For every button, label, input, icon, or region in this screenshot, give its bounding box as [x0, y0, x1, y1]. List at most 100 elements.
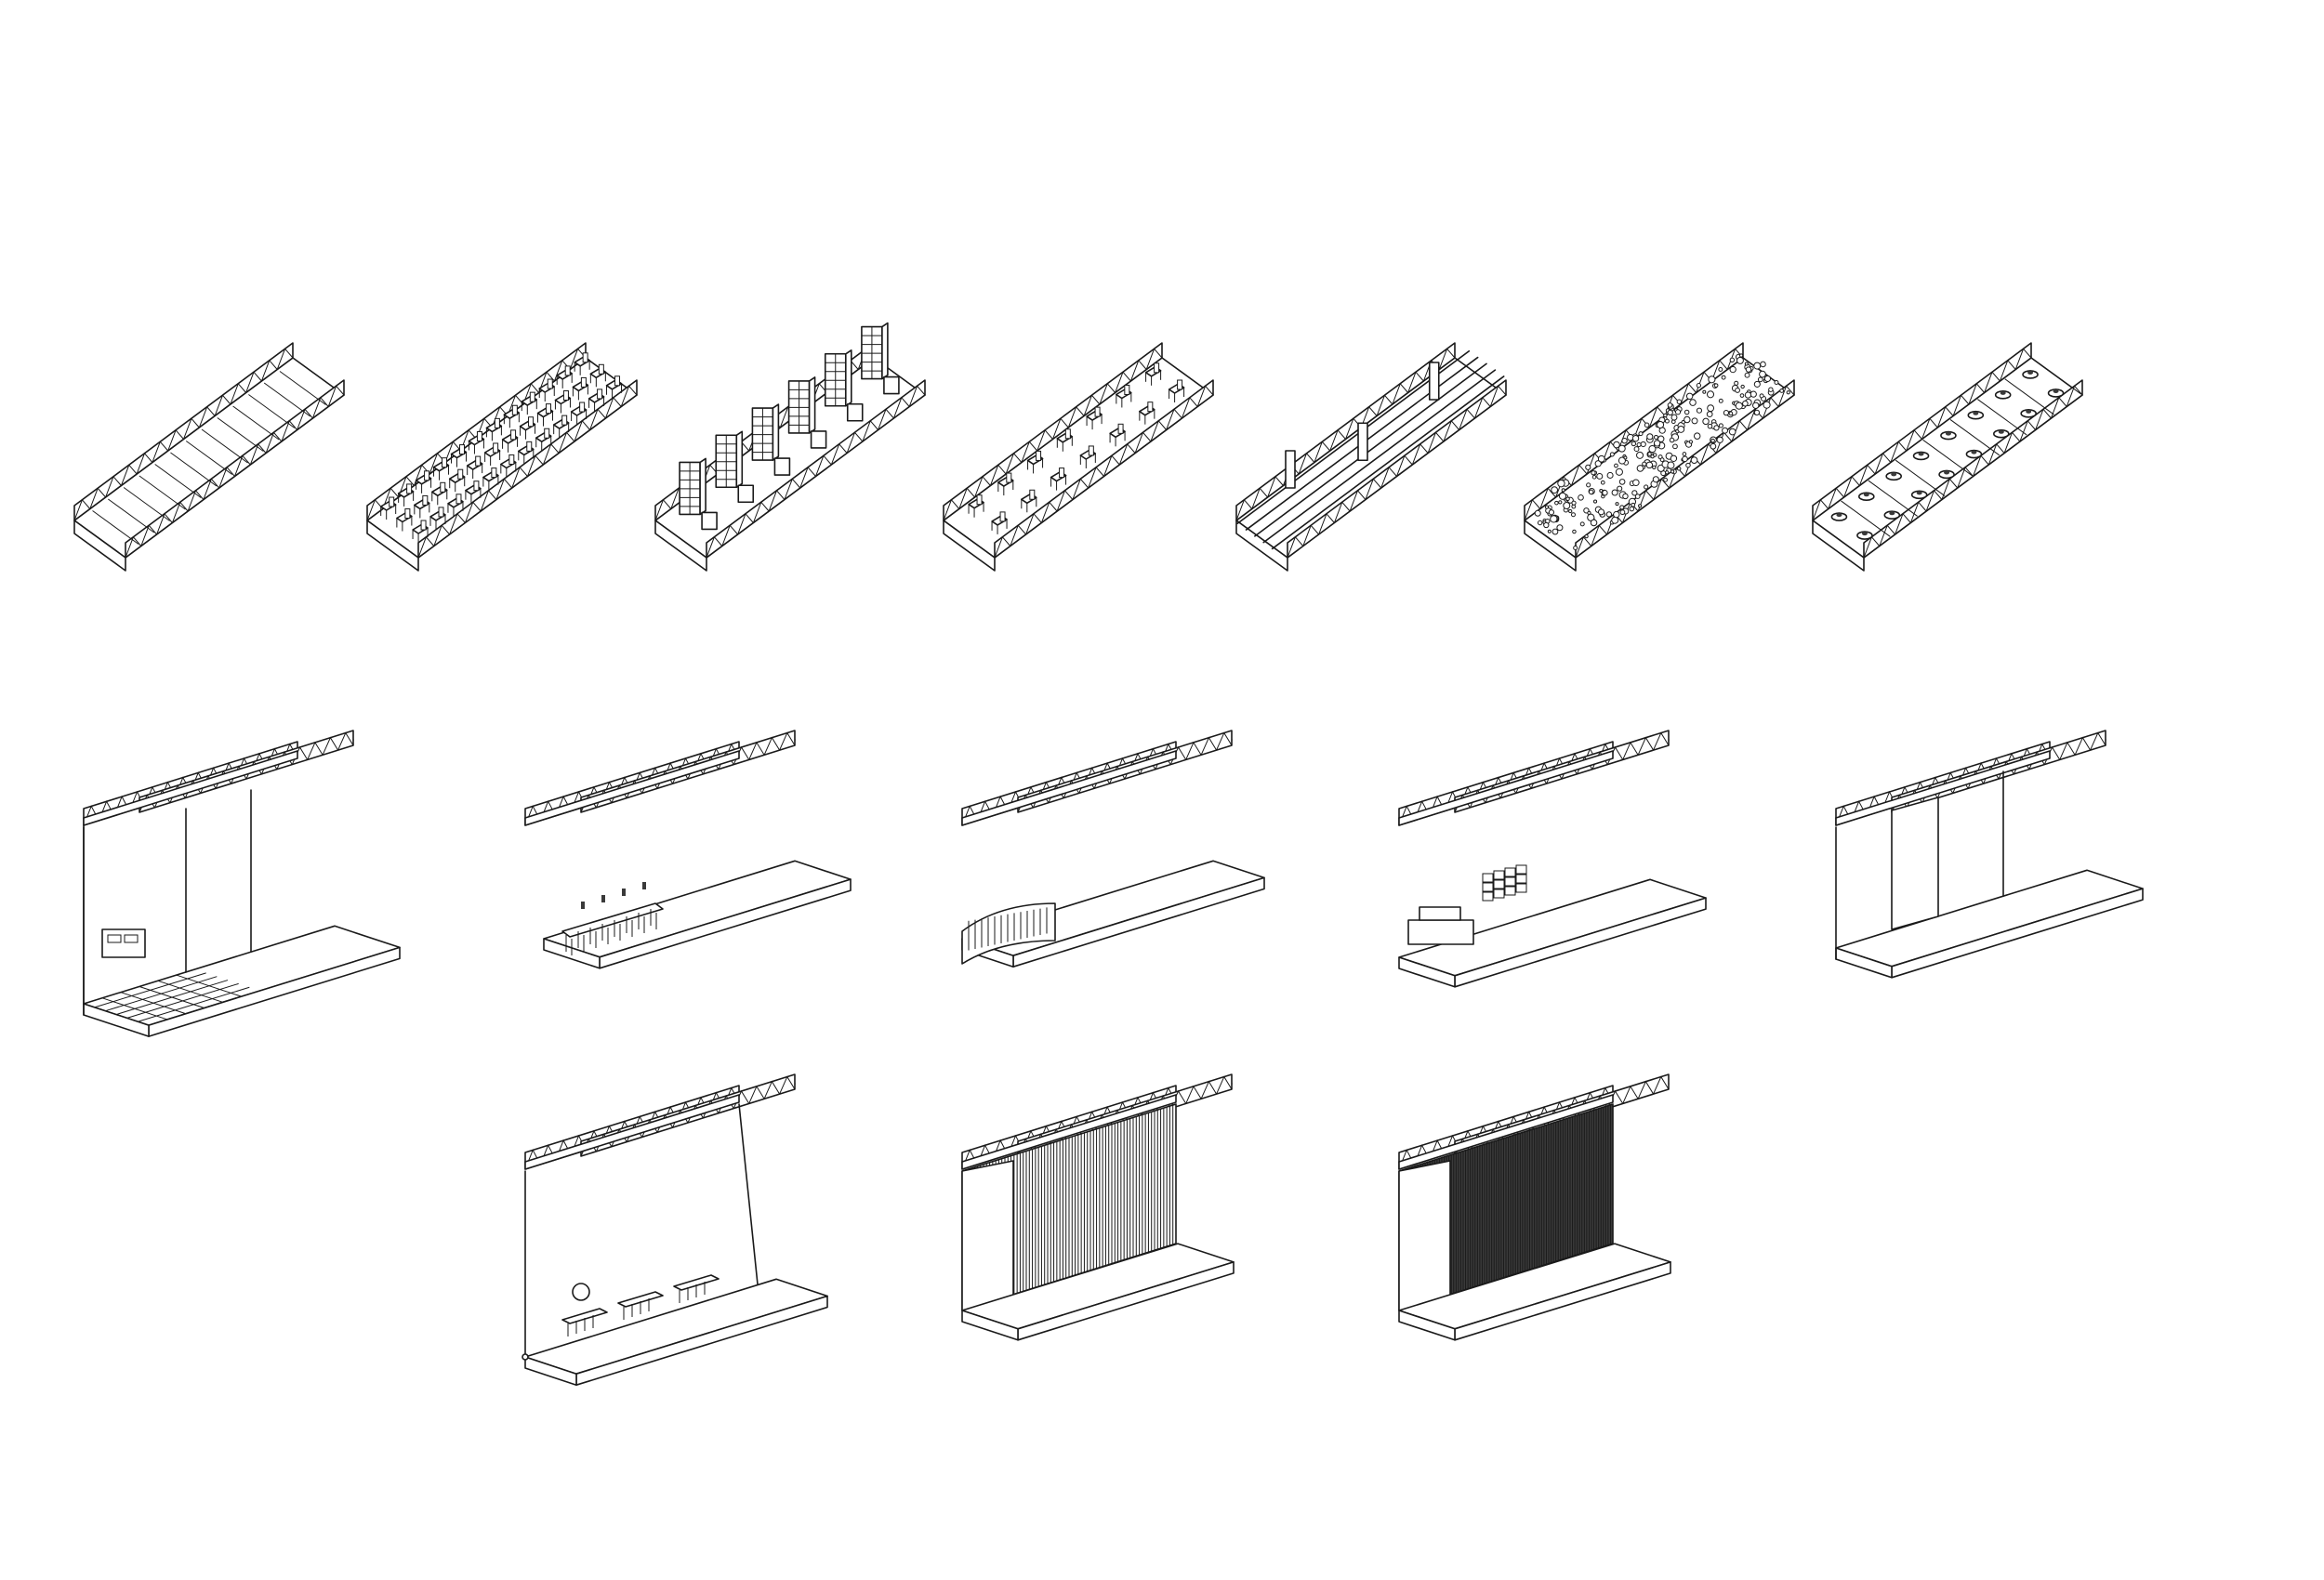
storage-block — [810, 430, 827, 449]
desk-chair-set — [589, 363, 607, 388]
desk-chair-set — [448, 468, 466, 493]
desk-chair-set — [396, 508, 413, 532]
column-post — [1285, 450, 1296, 489]
desk-chair-set — [552, 415, 570, 439]
desk-chair-set — [968, 494, 984, 518]
desk-chair-set — [430, 481, 448, 506]
desk-chair-set — [1144, 362, 1162, 386]
deck-with-tables — [943, 342, 1214, 572]
planter-pod — [1883, 510, 1901, 520]
bar-table-with-stools — [561, 882, 664, 955]
row-enclosure-variants — [522, 1073, 1671, 1386]
canopy-open-room — [1835, 730, 2144, 979]
row-deck-variants — [73, 322, 2083, 572]
bookshelf — [679, 457, 706, 516]
desk-chair-set — [556, 365, 574, 388]
enclosure-open-studio — [522, 1073, 828, 1386]
bookshelf — [861, 322, 889, 380]
vertical-slat-cladding — [961, 1103, 1177, 1311]
planter-pod — [2020, 409, 2037, 418]
row-canopy-variants — [83, 730, 2144, 1037]
desk-chair-set — [501, 429, 519, 453]
bookshelf — [715, 430, 744, 489]
desk-chair-set — [1168, 379, 1185, 403]
desk-chair-set — [450, 444, 468, 467]
desk-chair-set — [485, 417, 503, 441]
bookshelf — [751, 403, 780, 461]
reception-counter — [1407, 906, 1474, 945]
planter-pod — [1910, 490, 1928, 500]
desk-chair-set — [1026, 450, 1044, 474]
desk-chair-set — [429, 507, 446, 530]
storage-block — [701, 511, 718, 531]
planter-pod — [1856, 531, 1873, 540]
drawer-cabinet — [1482, 864, 1527, 902]
deck-with-shelves — [654, 322, 926, 572]
planter-pod — [1993, 428, 2010, 439]
kitchen-counter — [101, 928, 146, 958]
desk-chair-set — [570, 402, 588, 426]
desk-chair-set — [991, 511, 1008, 534]
desk-chair-set — [415, 470, 432, 494]
desk-chair-set — [379, 496, 397, 520]
dark-slat-cladding — [1398, 1103, 1614, 1311]
desk-chair-set — [447, 494, 464, 517]
canopy-kitchen — [83, 730, 401, 1037]
enclosure-light-cladding — [961, 1073, 1235, 1341]
desk-chair-set — [1050, 467, 1067, 491]
enclosing-walls — [1835, 770, 2004, 960]
desk-chair-set — [466, 455, 483, 480]
column-post — [1428, 362, 1440, 401]
desk-chair-set — [1116, 384, 1132, 408]
desk-chair-set — [517, 441, 535, 465]
desk-chair-set — [535, 428, 552, 452]
desk-chair-set — [536, 403, 554, 427]
planter-pod — [1830, 512, 1848, 521]
desk-chair-set — [1109, 423, 1126, 447]
desk-chair-set — [554, 390, 572, 414]
deck-with-greenery — [1524, 342, 1795, 572]
storage-block — [737, 484, 755, 504]
desk-chair-set — [503, 404, 521, 428]
canopy-counter-drawers — [1398, 730, 1707, 988]
planter-pod — [2022, 370, 2039, 379]
desk-chair-set — [538, 378, 556, 402]
desk-chair-set — [521, 391, 538, 415]
enclosure-dark-cladding — [1398, 1073, 1671, 1341]
desk-chair-set — [572, 376, 589, 401]
planter-pod — [1938, 469, 1955, 480]
longitudinal-beams — [1236, 349, 1505, 550]
planter-pod — [1858, 492, 1875, 501]
desk-chair-set — [1086, 406, 1103, 430]
desk-chair-set — [1139, 402, 1155, 425]
planter-pod — [1965, 449, 1983, 459]
desk-chair-set — [1079, 445, 1097, 468]
storage-block — [846, 402, 864, 422]
desk-chair-set — [468, 430, 485, 454]
planter-pod — [1994, 390, 2012, 400]
desk-chair-set — [397, 483, 415, 507]
deck-with-beams — [1235, 342, 1507, 572]
deck-with-planters — [1812, 342, 2083, 572]
canopy-bar-tables — [524, 730, 852, 969]
planter-pod — [1940, 430, 1957, 441]
planter-pod — [1912, 451, 1930, 461]
storage-block — [773, 457, 791, 476]
canopy-curved-ramp — [961, 730, 1265, 968]
desk-chair-set — [574, 352, 591, 375]
desk-chair-set — [482, 467, 499, 491]
deck-with-desks — [366, 342, 638, 572]
desk-chair-set — [519, 416, 536, 440]
desk-chair-set — [605, 375, 623, 399]
curved-ramp — [961, 902, 1056, 965]
desk-chair-set — [997, 472, 1014, 496]
desk-chair-set — [432, 457, 450, 481]
bookshelf — [824, 349, 852, 407]
planter-pod — [1967, 410, 1985, 420]
desk-chair-set — [483, 442, 501, 466]
desk-chair-set — [1056, 428, 1074, 452]
storage-block — [883, 375, 900, 395]
bookshelf — [787, 376, 816, 434]
studio-tables — [522, 1103, 759, 1361]
